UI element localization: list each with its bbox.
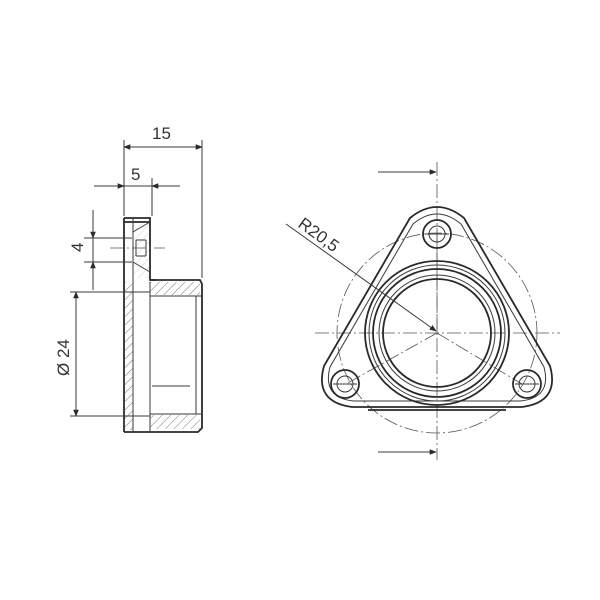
- dimension-5: 5: [94, 165, 180, 216]
- dimension-15-label: 15: [152, 124, 171, 143]
- bolt-hole-left: [330, 369, 360, 399]
- dimension-5-label: 5: [131, 165, 140, 184]
- triangular-flange-outline: [321, 206, 553, 408]
- side-view-outline: [110, 217, 203, 433]
- central-bore: [364, 260, 510, 406]
- bolt-circle: [336, 232, 538, 434]
- dimension-15: 15: [123, 124, 203, 278]
- bolt-hole-top: [422, 219, 452, 249]
- side-section-view: 15 5 4 Ø 24: [54, 124, 203, 433]
- dimension-4-label: 4: [68, 243, 87, 252]
- dimension-diameter-24: Ø 24: [54, 291, 150, 417]
- dimension-diameter-label: Ø 24: [54, 339, 73, 376]
- front-view: R20,5: [285, 162, 560, 460]
- bolt-hole-right: [512, 369, 542, 399]
- dimension-4: 4: [68, 210, 132, 290]
